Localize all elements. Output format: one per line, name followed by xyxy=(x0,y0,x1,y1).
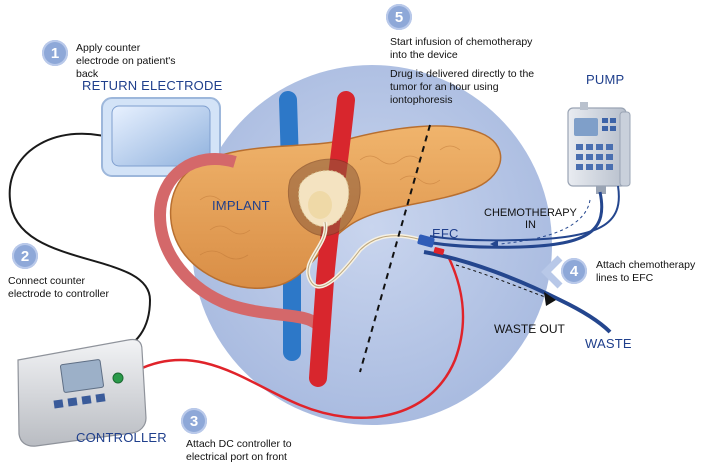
efc-connector xyxy=(417,234,445,255)
step-2-circle: 2 xyxy=(12,243,38,269)
controller-device xyxy=(17,338,147,447)
return-electrode-wire xyxy=(8,132,152,353)
implant-device xyxy=(288,158,423,289)
implant-label: IMPLANT xyxy=(212,198,270,213)
return-electrode-label: RETURN ELECTRODE xyxy=(82,78,223,93)
waste-label: WASTE xyxy=(585,336,632,351)
step-3-circle: 3 xyxy=(181,408,207,434)
waste-out-label: WASTE OUT xyxy=(494,322,565,336)
pump-device xyxy=(567,102,631,194)
pump-label: PUMP xyxy=(586,72,625,87)
artery xyxy=(309,91,355,387)
chemo-in-line xyxy=(425,191,604,249)
return-electrode-pad xyxy=(101,97,221,177)
arrow-down-icon xyxy=(544,292,556,306)
controller-wire xyxy=(137,255,465,420)
step-1-circle: 1 xyxy=(42,40,68,66)
step-4-circle: 4 xyxy=(561,258,587,284)
dashed-boundary xyxy=(359,124,431,373)
waste-line xyxy=(423,250,612,334)
chemotherapy-in-label: CHEMOTHERAPY IN xyxy=(484,207,577,231)
chemo-in-line-upper xyxy=(429,185,620,242)
controller-label: CONTROLLER xyxy=(76,430,167,445)
efc-label: EFC xyxy=(432,226,459,241)
step-5-circle: 5 xyxy=(386,4,412,30)
chemo-in-arrowhead xyxy=(490,240,498,248)
chevron-left-icon xyxy=(541,255,563,289)
